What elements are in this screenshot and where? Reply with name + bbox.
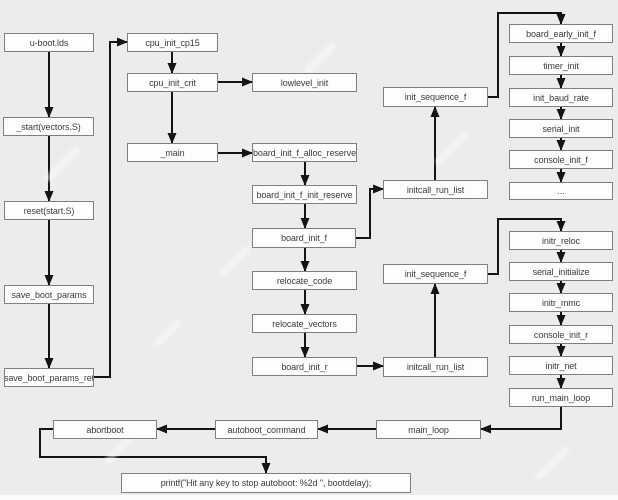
node-ellipsis: ... xyxy=(509,182,613,200)
watermark-streak xyxy=(43,144,83,184)
node-start-vectors: _start(vectors.S) xyxy=(3,117,94,136)
node-init-baud-rate: init_baud_rate xyxy=(509,88,613,107)
node-printf-bootdelay: printf("Hit any key to stop autoboot: %2… xyxy=(121,473,411,493)
node-board-init-r: board_init_r xyxy=(252,357,357,376)
node-serial-initialize: serial_initialize xyxy=(509,262,613,281)
node-abortboot: abortboot xyxy=(53,420,157,439)
node-initcall-run-list-upper: initcall_run_list xyxy=(383,180,488,199)
node-run-main-loop: run_main_loop xyxy=(509,388,613,407)
watermark-streak xyxy=(303,41,337,76)
node-timer-init: timer_init xyxy=(509,56,613,75)
node-save-boot-params-ret: save_boot_params_ret xyxy=(4,368,94,387)
watermark-streak xyxy=(533,445,571,482)
node-initr-reloc: initr_reloc xyxy=(509,231,613,250)
node-save-boot-params: save_boot_params xyxy=(4,285,94,304)
node-serial-init: serial_init xyxy=(509,119,613,138)
watermark-streak xyxy=(218,244,252,279)
node-u-boot-lds: u-boot.lds xyxy=(4,33,94,52)
node-cpu-init-cp15: cpu_init_cp15 xyxy=(127,33,218,52)
bottom-strip xyxy=(0,495,618,500)
node-reset-start: reset(start.S) xyxy=(4,201,94,220)
node-cpu-init-crit: cpu_init_crit xyxy=(127,73,218,92)
node-initr-mmc: initr_mmc xyxy=(509,293,613,312)
node-init-sequence-f-lower: init_sequence_f xyxy=(383,264,488,284)
edge-ret-to-cpu-init-cp15 xyxy=(94,37,128,378)
node-board-init-f-alloc-reserve: board_init_f_alloc_reserve xyxy=(252,143,357,162)
node-init-sequence-f-upper: init_sequence_f xyxy=(383,87,488,107)
node-autoboot-command: autoboot_command xyxy=(215,420,318,439)
node-board-early-init-f: board_early_init_f xyxy=(509,24,613,43)
node-initr-net: initr_net xyxy=(509,356,613,375)
node-initcall-run-list-lower: initcall_run_list xyxy=(383,357,488,377)
node-board-init-f-init-reserve: board_init_f_init_reserve xyxy=(252,185,357,204)
node-lowlevel-init: lowlevel_init xyxy=(252,73,357,92)
node-relocate-code: relocate_code xyxy=(252,271,357,290)
node-console-init-f: console_init_f xyxy=(509,150,613,169)
node-main-loop: main_loop xyxy=(376,420,481,439)
node-main: _main xyxy=(127,143,218,162)
edge-run-main-loop-to-main-loop xyxy=(480,407,562,434)
node-console-init-r: console_init_r xyxy=(509,325,613,344)
watermark-streak xyxy=(153,318,183,348)
node-board-init-f: board_init_f xyxy=(252,228,356,248)
watermark-streak xyxy=(433,130,471,167)
node-relocate-vectors: relocate_vectors xyxy=(252,314,357,333)
edge-board-init-f-to-initcall-upper xyxy=(356,184,384,239)
